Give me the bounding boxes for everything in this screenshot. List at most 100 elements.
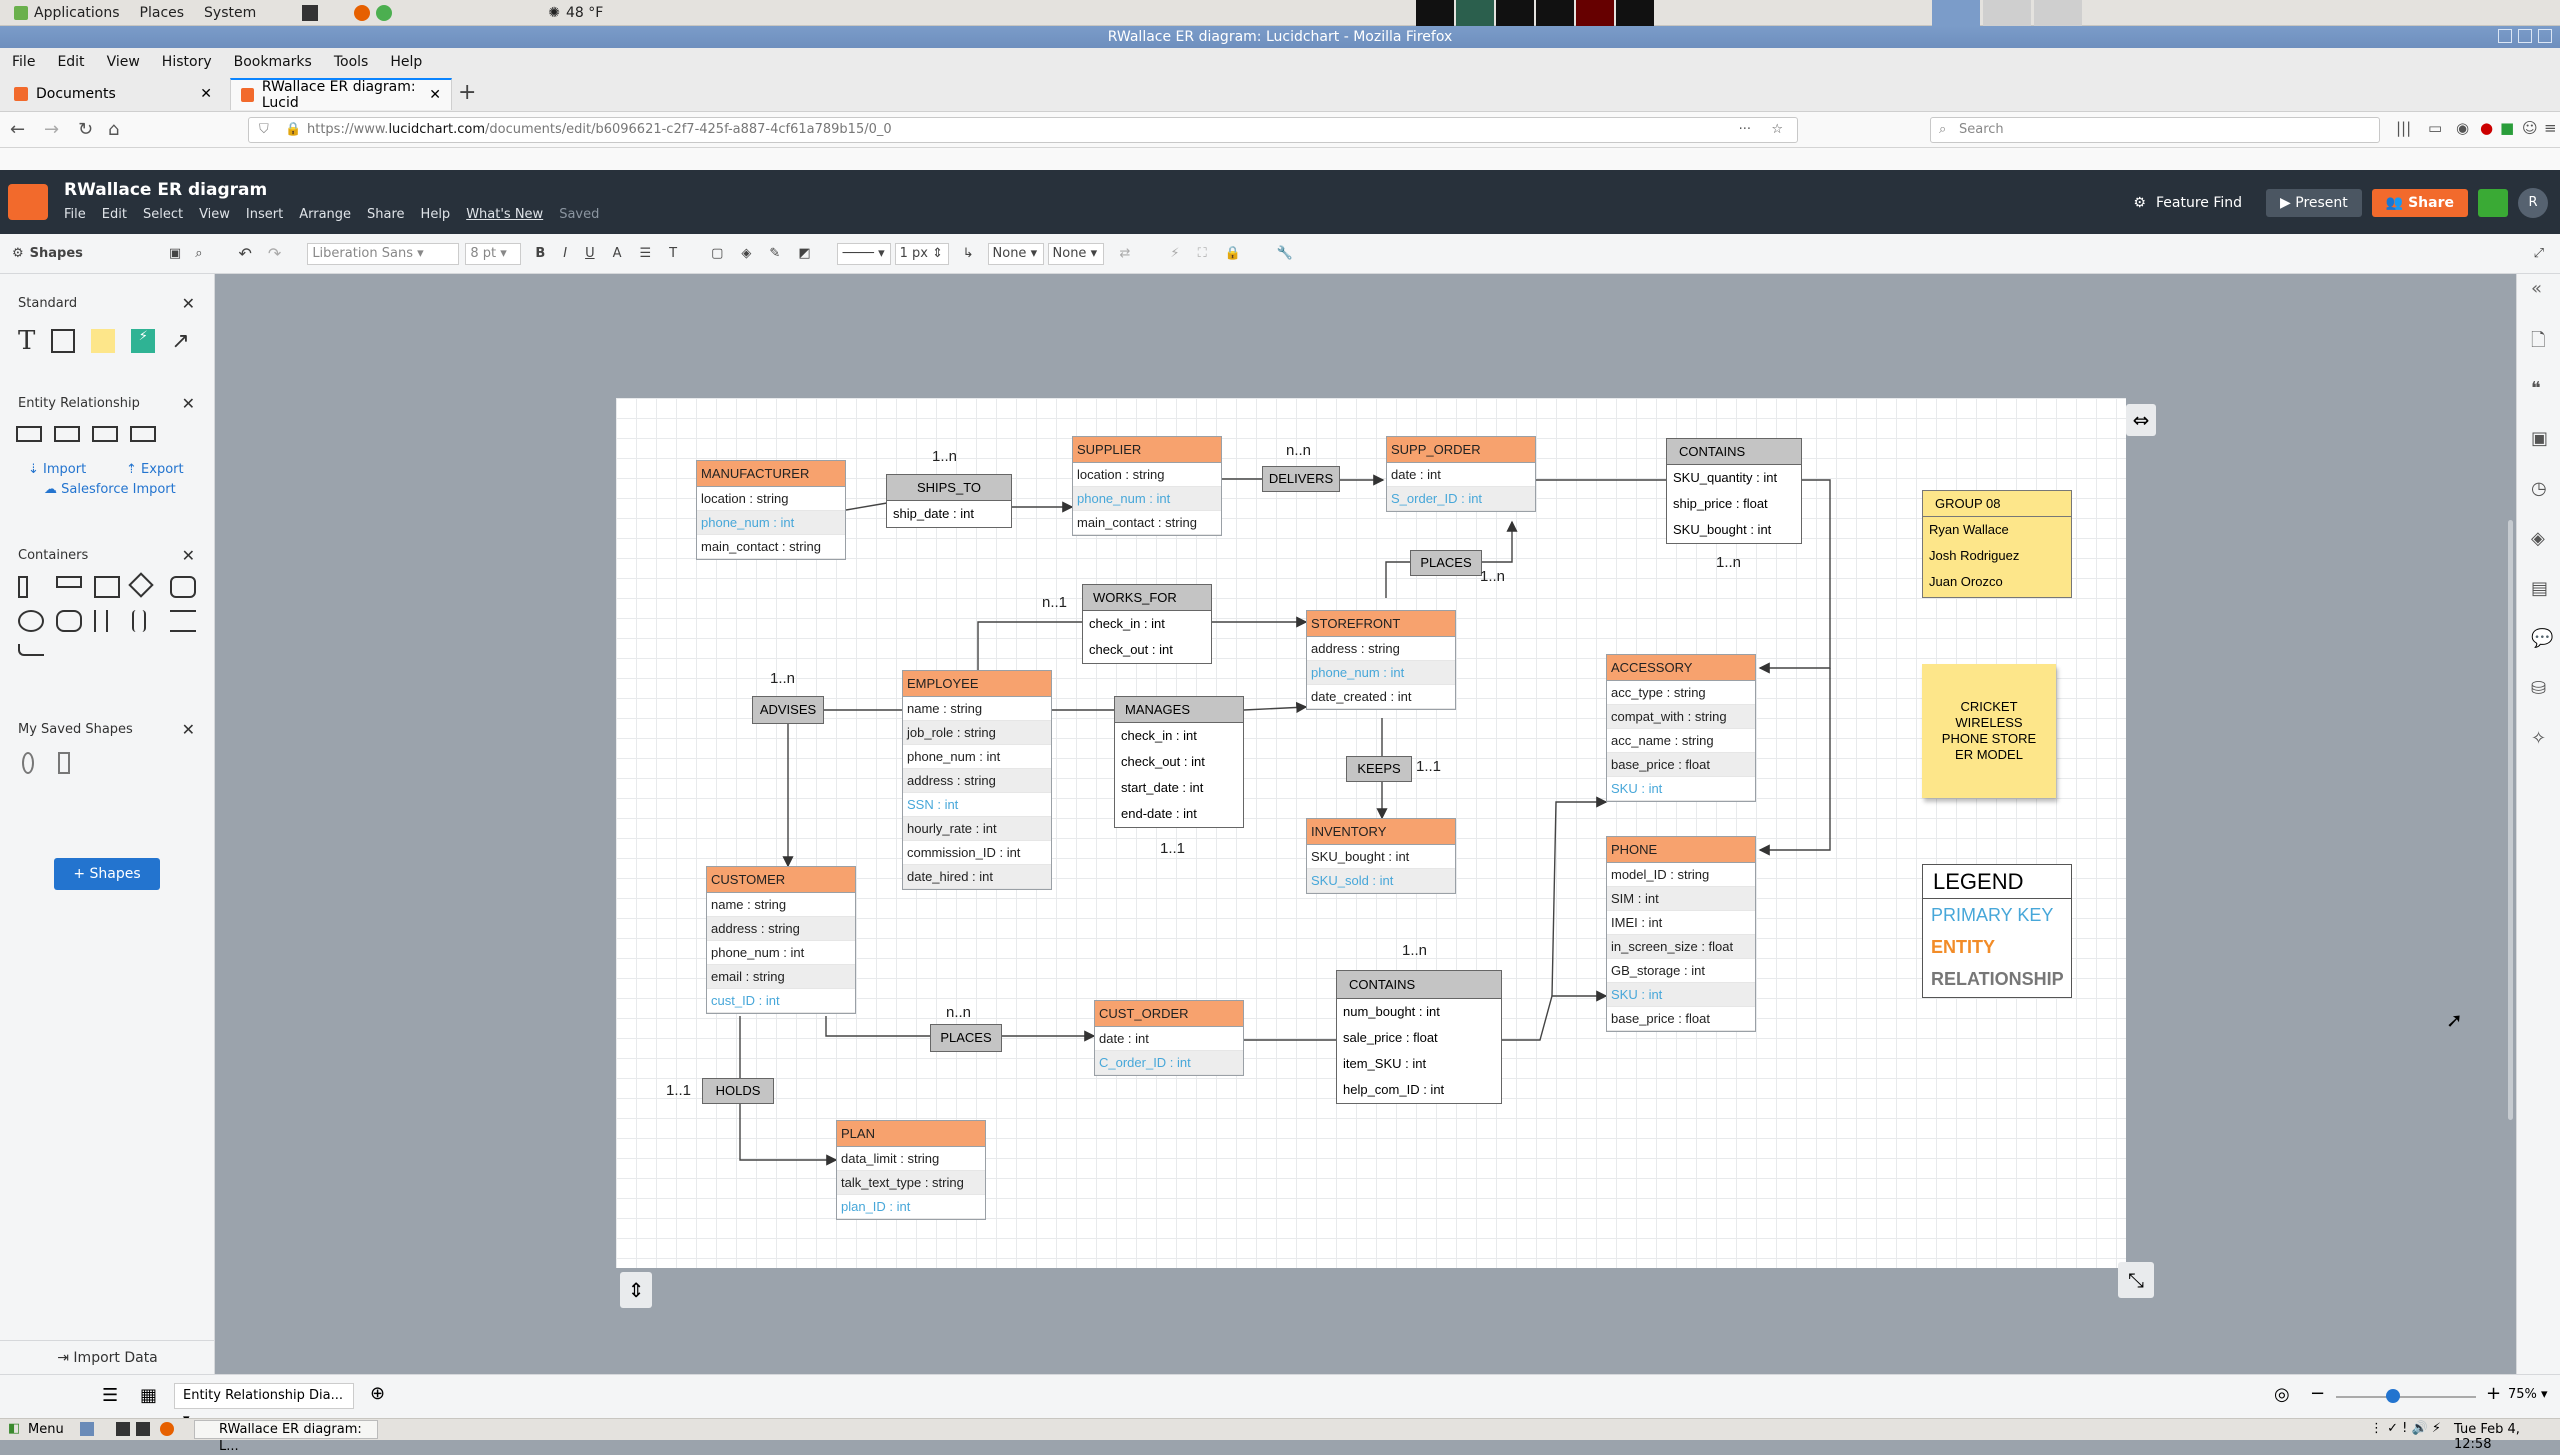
arrow-start-select[interactable]: None ▾ [987, 242, 1044, 265]
container-vertical-icon[interactable] [18, 576, 28, 598]
relationship-contains-top[interactable]: CONTAINS SKU_quantity : int ship_price :… [1666, 438, 1802, 544]
rectangle-shape-icon[interactable] [51, 329, 76, 353]
places-menu[interactable]: Places [139, 4, 185, 21]
menu-history[interactable]: History [161, 54, 212, 70]
close-section-icon[interactable]: ✕ [181, 720, 195, 739]
terminal-taskbar-icon[interactable] [116, 1422, 130, 1436]
close-window-button[interactable] [2538, 29, 2552, 43]
feature-find-button[interactable]: Feature Find [2155, 195, 2243, 211]
close-section-icon[interactable]: ✕ [181, 294, 195, 313]
swap-arrows-icon[interactable]: ⇄ [1119, 246, 1131, 261]
search-box[interactable]: ⌕ Search [1930, 117, 2380, 143]
tab-er-diagram[interactable]: RWallace ER diagram: Lucid ✕ [230, 78, 452, 111]
expand-width-icon[interactable]: ⇔ [2126, 404, 2156, 436]
expand-height-icon[interactable]: ⇕ [620, 1272, 652, 1308]
container-horizontal-icon[interactable] [56, 576, 82, 588]
add-page-icon[interactable]: ⊕ [370, 1383, 386, 1404]
entity-supplier[interactable]: SUPPLIER location : string phone_num : i… [1072, 436, 1222, 536]
text-options-icon[interactable]: T [669, 246, 678, 261]
classroom-icon[interactable] [2478, 189, 2508, 217]
font-select[interactable]: Liberation Sans ▾ [307, 242, 460, 265]
firefox-taskbar-icon[interactable] [160, 1422, 174, 1436]
er-entity-2-shape-icon[interactable] [54, 426, 80, 442]
bold-icon[interactable]: B [535, 246, 546, 261]
zoom-out-icon[interactable]: − [2310, 1383, 2326, 1404]
avatar[interactable]: R [2518, 188, 2548, 218]
line-style-select[interactable]: ──── ▾ [836, 242, 891, 265]
relationship-contains-bottom[interactable]: CONTAINS num_bought : int sale_price : f… [1336, 970, 1502, 1104]
document-title[interactable]: RWallace ER diagram [64, 180, 268, 200]
zoom-slider[interactable] [2336, 1396, 2476, 1398]
text-color-icon[interactable]: A [612, 246, 622, 261]
history-icon[interactable]: ◷ [2531, 478, 2547, 499]
list-view-icon[interactable]: ☰ [102, 1385, 119, 1406]
lucid-logo-icon[interactable] [8, 184, 48, 220]
container-circle-icon[interactable] [18, 610, 44, 632]
group-box[interactable]: GROUP 08 Ryan Wallace Josh Rodriguez Jua… [1922, 490, 2072, 598]
container-bracket-icon[interactable] [132, 610, 146, 632]
line-color-icon[interactable]: ✎ [769, 246, 781, 261]
lc-menu-whats-new[interactable]: What's New [466, 207, 544, 222]
salesforce-import-link[interactable]: ☁ Salesforce Import [44, 482, 176, 497]
menu-button[interactable]: Menu [28, 1422, 64, 1437]
data-icon[interactable]: ▤ [2531, 578, 2549, 599]
tray-icons[interactable]: ⋮ ✓ ! 🔊 ⚡ [2370, 1421, 2441, 1436]
reload-icon[interactable]: ↻ [78, 119, 94, 140]
lc-menu-help[interactable]: Help [420, 207, 451, 222]
container-diamond-icon[interactable] [128, 572, 154, 598]
collapse-panel-icon[interactable]: « [2531, 278, 2543, 299]
entity-phone[interactable]: PHONE model_ID : string SIM : int IMEI :… [1606, 836, 1756, 1032]
workspace-switcher[interactable] [1416, 0, 1654, 26]
sidebar-toggle-icon[interactable]: ▭ [2428, 119, 2443, 137]
relationship-places-bottom[interactable]: PLACES [930, 1024, 1002, 1052]
resize-page-icon[interactable]: ⤡ [2118, 1262, 2154, 1298]
applications-menu[interactable]: Applications [34, 4, 120, 21]
page-settings-icon[interactable]: 🗋 [2531, 330, 2546, 351]
entity-plan[interactable]: PLAN data_limit : string talk_text_type … [836, 1120, 986, 1220]
add-shapes-button[interactable]: + Shapes [54, 858, 160, 890]
connector-style-icon[interactable]: ↳ [962, 246, 974, 261]
entity-employee[interactable]: EMPLOYEE name : string job_role : string… [902, 670, 1052, 890]
share-button[interactable]: 👥 Share [2371, 189, 2468, 217]
border-icon[interactable]: ▢ [711, 246, 724, 261]
container-rect-icon[interactable] [94, 576, 120, 598]
er-entity-3-shape-icon[interactable] [92, 426, 118, 442]
action-icon[interactable]: ⚡ [1170, 246, 1180, 261]
menu-edit[interactable]: Edit [57, 54, 85, 70]
saved-ellipse-shape-icon[interactable] [22, 752, 34, 774]
close-section-icon[interactable]: ✕ [181, 546, 195, 565]
entity-inventory[interactable]: INVENTORY SKU_bought : int SKU_sold : in… [1306, 818, 1456, 894]
url-bar[interactable]: ⛉ 🔒 https://www.lucidchart.com/documents… [248, 117, 1798, 143]
lc-menu-view[interactable]: View [199, 207, 230, 222]
container-lines-icon[interactable] [170, 610, 196, 632]
relationship-advises[interactable]: ADVISES [752, 696, 824, 724]
back-icon[interactable]: ← [10, 119, 26, 140]
mint-menu-icon[interactable]: ◧ [8, 1421, 21, 1436]
window-list-thumbs[interactable] [1932, 0, 2082, 26]
search-shapes-icon[interactable]: ⌕ [195, 246, 203, 261]
close-tab-icon[interactable]: ✕ [200, 86, 212, 102]
chrome-launcher-icon[interactable] [376, 4, 393, 21]
close-section-icon[interactable]: ✕ [181, 394, 195, 413]
menu-view[interactable]: View [106, 54, 140, 70]
menu-help[interactable]: Help [390, 54, 423, 70]
lc-menu-insert[interactable]: Insert [245, 207, 284, 222]
relationship-manages[interactable]: MANAGES check_in : int check_out : int s… [1114, 696, 1244, 828]
redo-icon[interactable]: ↷ [267, 244, 282, 263]
firefox-launcher-icon[interactable] [354, 4, 371, 21]
new-tab-icon[interactable]: + [458, 80, 477, 105]
magic-icon[interactable]: ✧ [2531, 728, 2547, 749]
wrench-icon[interactable]: 🔧 [1276, 246, 1294, 261]
import-data-button[interactable]: ⇥ Import Data [0, 1340, 215, 1374]
menu-file[interactable]: File [12, 54, 36, 70]
saved-rect-shape-icon[interactable] [58, 752, 70, 774]
er-entity-shape-icon[interactable] [16, 426, 42, 442]
container-rounded-icon[interactable] [170, 576, 196, 598]
relationship-works-for[interactable]: WORKS_FOR check_in : int check_out : int [1082, 584, 1212, 664]
lock-icon[interactable]: 🔒 [285, 122, 302, 137]
line-width-select[interactable]: 1 px ⇕ [894, 242, 949, 265]
italic-icon[interactable]: I [563, 246, 568, 261]
container-octagon-icon[interactable] [56, 610, 82, 632]
legend-box[interactable]: LEGEND PRIMARY KEY ENTITY RELATIONSHIP [1922, 864, 2072, 998]
section-containers-title[interactable]: Containers [18, 548, 89, 563]
